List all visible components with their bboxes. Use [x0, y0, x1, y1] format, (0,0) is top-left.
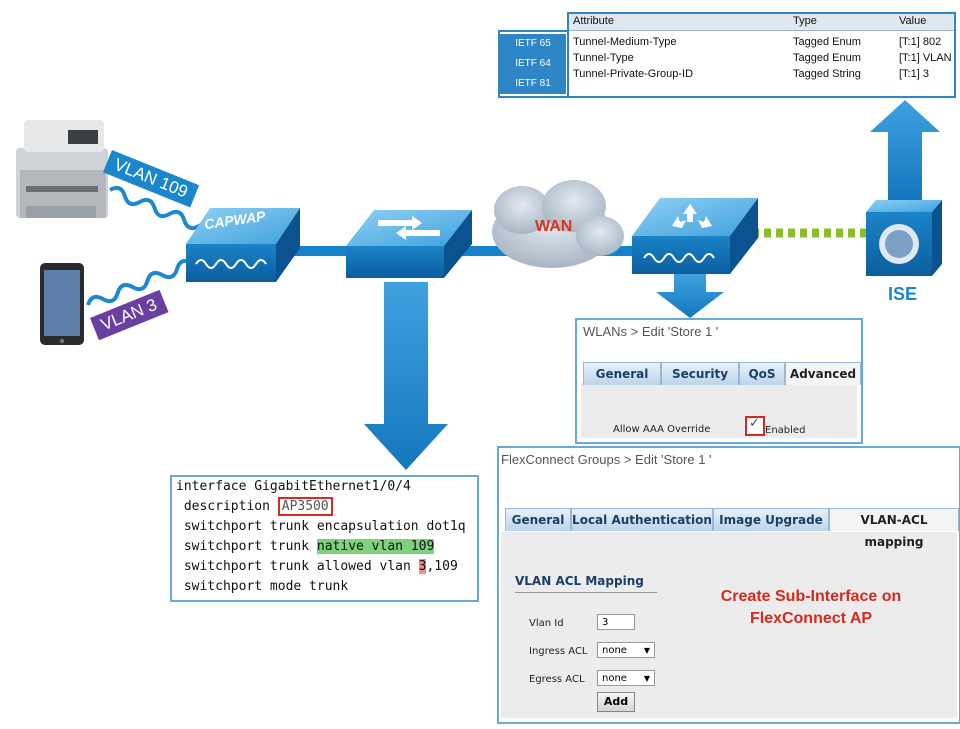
flexconnect-panel: FlexConnect Groups > Edit 'Store 1 ' Gen…	[497, 446, 960, 724]
flexconnect-panel-title: FlexConnect Groups > Edit 'Store 1 '	[501, 452, 712, 467]
wan-cloud	[492, 180, 624, 268]
tab-advanced[interactable]: Advanced	[785, 362, 861, 385]
switch-icon	[346, 210, 472, 278]
ietf-id-1: IETF 65	[500, 34, 566, 54]
column-header-type: Type	[793, 15, 817, 27]
section-divider	[515, 592, 657, 593]
config-line-allowed-vlan: switchport trunk allowed vlan 3,109	[176, 559, 458, 574]
table-cell: Tunnel-Private-Group-ID	[573, 68, 694, 80]
tab-local-authentication[interactable]: Local Authentication	[571, 508, 713, 531]
description-highlight: AP3500	[277, 497, 333, 516]
allowed-vlan-highlight: 3	[418, 559, 427, 574]
callout-line-2: FlexConnect AP	[749, 610, 873, 627]
config-text: ,109	[426, 559, 458, 574]
callout-text: Create Sub-Interface on FlexConnect AP	[701, 586, 921, 630]
tab-general[interactable]: General	[583, 362, 661, 385]
table-header	[569, 14, 954, 31]
column-header-value: Value	[899, 15, 927, 27]
allow-aaa-override-label: Allow AAA Override	[613, 424, 711, 435]
wlan-panel-title: WLANs > Edit 'Store 1 '	[583, 324, 719, 339]
wlan-tab-bar: General Security QoS Advanced	[583, 362, 861, 385]
table-cell: Tunnel-Medium-Type	[573, 36, 677, 48]
add-button[interactable]: Add	[597, 692, 635, 712]
wlan-tab-content	[581, 382, 857, 438]
ietf-id-3: IETF 81	[500, 74, 566, 94]
config-line-native-vlan: switchport trunk native vlan 109	[176, 539, 435, 554]
egress-acl-select[interactable]: none ▼	[597, 670, 655, 686]
config-line-encapsulation: switchport trunk encapsulation dot1q	[176, 519, 466, 534]
arrow-down-to-switch-config	[364, 282, 448, 470]
ingress-acl-select[interactable]: none ▼	[597, 642, 655, 658]
ingress-acl-label: Ingress ACL	[529, 646, 588, 657]
access-point-icon	[186, 208, 300, 282]
vlan-id-input[interactable]: 3	[597, 614, 635, 630]
wireless-controller-icon	[632, 198, 758, 274]
table-cell: Tagged String	[793, 68, 861, 80]
tab-security[interactable]: Security	[661, 362, 739, 385]
config-line-mode: switchport mode trunk	[176, 579, 349, 594]
table-cell: Tagged Enum	[793, 52, 861, 64]
native-vlan-highlight: native vlan 109	[316, 539, 435, 554]
ingress-acl-value: none	[602, 645, 627, 656]
wireless-signal	[86, 185, 216, 306]
enabled-label: Enabled	[765, 425, 806, 436]
tab-image-upgrade[interactable]: Image Upgrade	[713, 508, 829, 531]
flex-tab-bar: General Local Authentication Image Upgra…	[505, 508, 959, 549]
table-cell: [T:1] 802	[899, 36, 942, 48]
config-text: description	[176, 499, 278, 514]
allow-aaa-override-checkbox[interactable]: ✓	[745, 415, 765, 436]
vlan-acl-mapping-heading: VLAN ACL Mapping	[515, 574, 644, 588]
wlan-edit-panel: WLANs > Edit 'Store 1 ' General Security…	[575, 318, 863, 444]
wan-label: WAN	[535, 218, 573, 235]
table-cell: Tunnel-Type	[573, 52, 634, 64]
tab-general[interactable]: General	[505, 508, 571, 531]
switch-config-panel: interface GigabitEthernet1/0/4 descripti…	[170, 475, 479, 602]
config-line-description: description AP3500	[176, 497, 333, 516]
printer-icon	[16, 120, 108, 218]
arrow-down-to-wlan-panel	[656, 274, 724, 318]
tablet-icon	[40, 263, 84, 345]
egress-acl-value: none	[602, 673, 627, 684]
config-text: switchport trunk	[176, 539, 317, 554]
ise-server-icon	[866, 200, 942, 276]
ise-label: ISE	[888, 284, 918, 304]
chevron-down-icon: ▼	[643, 646, 650, 655]
table-cell: Tagged Enum	[793, 36, 861, 48]
config-line-interface: interface GigabitEthernet1/0/4	[176, 479, 411, 494]
ise-attribute-table: Attribute Type Value Tunnel-Medium-Type …	[567, 12, 956, 98]
ietf-id-2: IETF 64	[500, 54, 566, 74]
vlan-id-label: Vlan Id	[529, 618, 564, 629]
egress-acl-label: Egress ACL	[529, 674, 585, 685]
column-header-attribute: Attribute	[573, 15, 614, 27]
table-cell: [T:1] 3	[899, 68, 929, 80]
tab-qos[interactable]: QoS	[739, 362, 785, 385]
checkmark-icon: ✓	[749, 415, 760, 430]
chevron-down-icon: ▼	[643, 674, 650, 683]
callout-line-1: Create Sub-Interface on	[720, 588, 902, 605]
tab-vlan-acl-mapping[interactable]: VLAN-ACL mapping	[829, 508, 959, 549]
table-cell: [T:1] VLAN	[899, 52, 952, 64]
arrow-up-to-ise-table	[870, 100, 940, 200]
flex-tab-content	[501, 532, 957, 718]
config-text: switchport trunk allowed vlan	[176, 559, 419, 574]
